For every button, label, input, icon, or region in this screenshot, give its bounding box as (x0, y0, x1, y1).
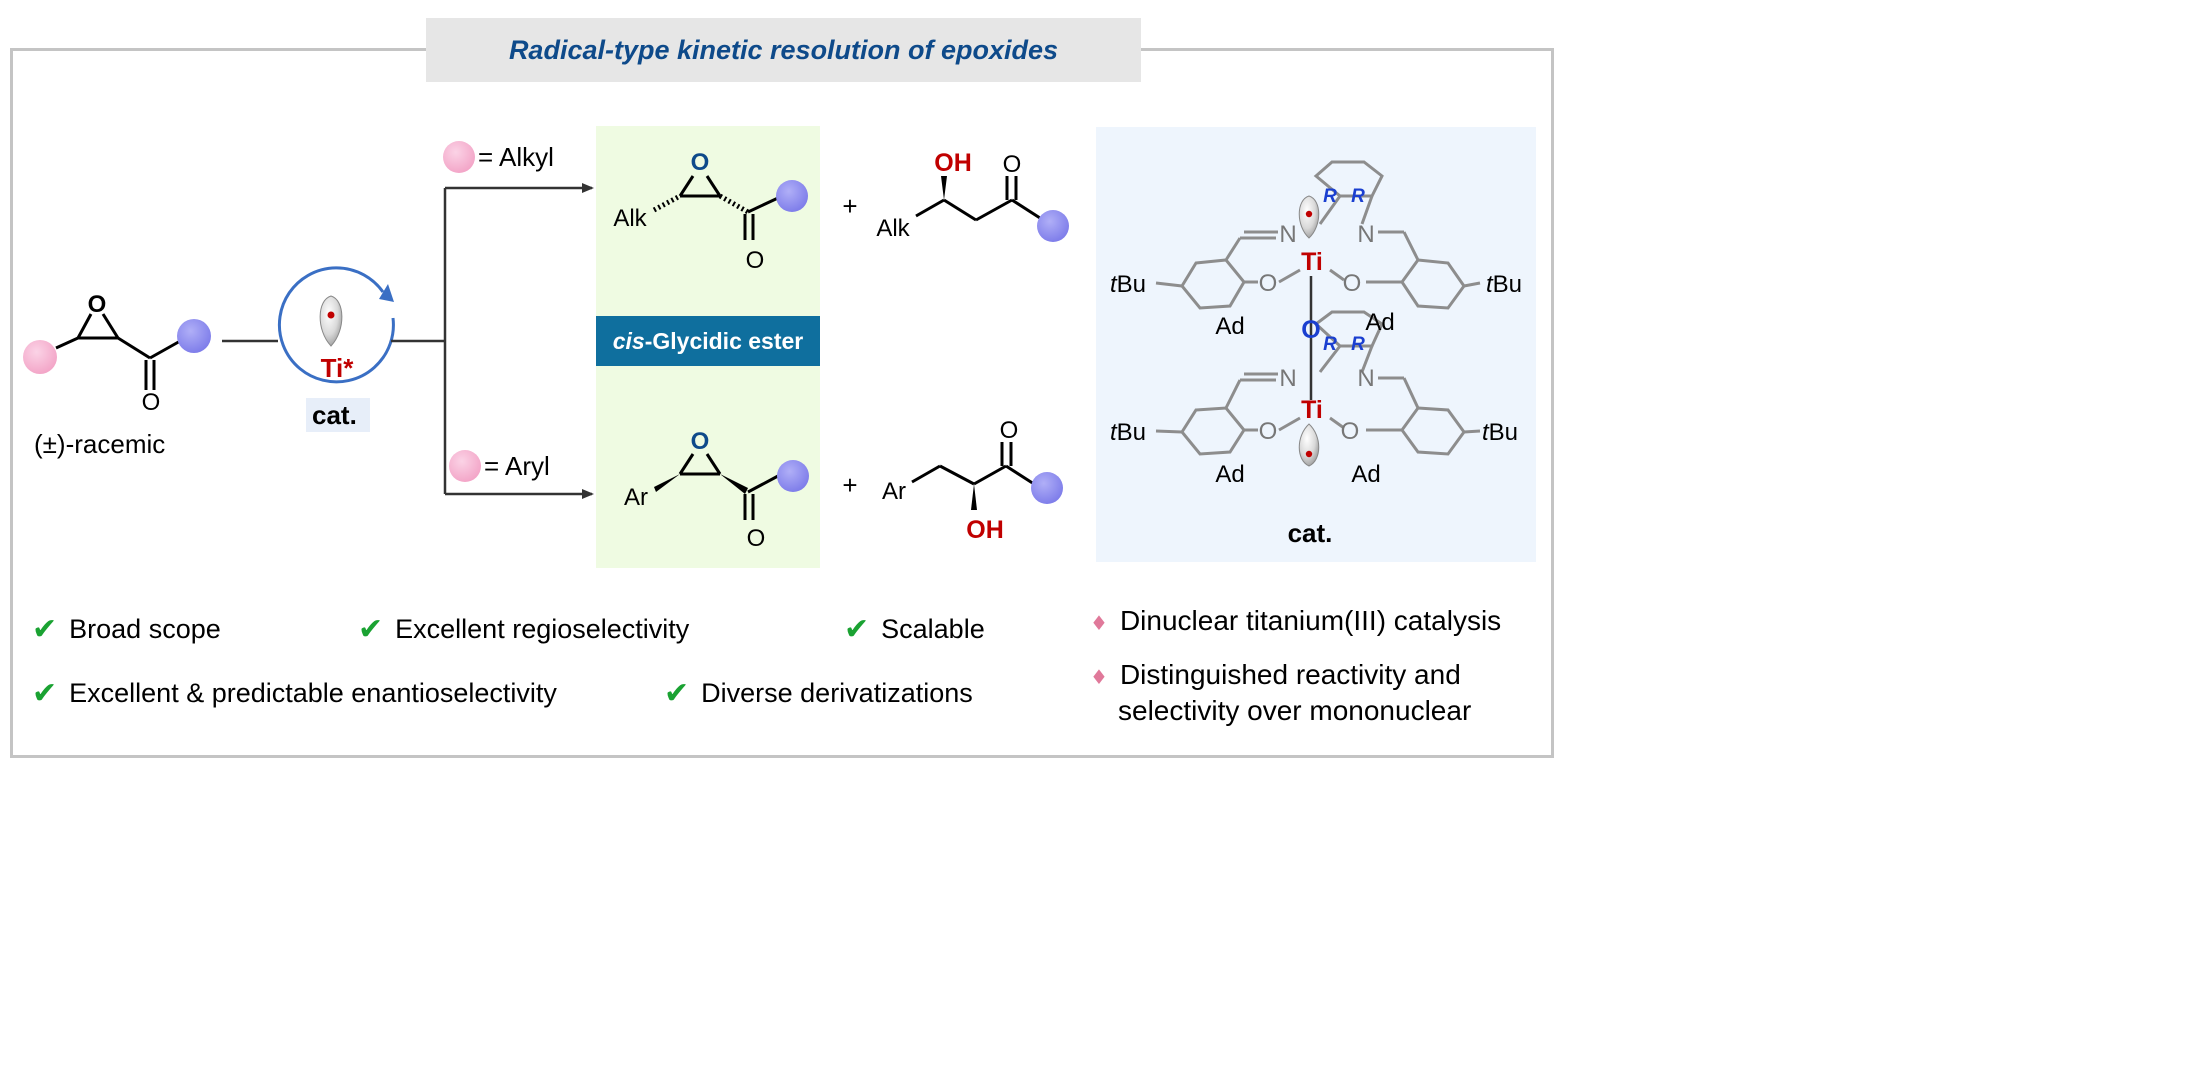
catalyst-loop (277, 266, 395, 384)
top-alcohol-sub: Alk (876, 215, 910, 242)
cat-tBu-bottom-right: tBu (1482, 419, 1518, 446)
blue-sphere (177, 319, 211, 353)
diamond-icon: ♦ (1090, 665, 1108, 689)
loop-metal: Ti* (321, 353, 355, 383)
cat-O-3: O (1259, 418, 1278, 445)
cycle-cat-label: cat. (312, 400, 357, 430)
top-epoxide-O: O (691, 149, 710, 176)
alkyl-label: = Alkyl (478, 142, 554, 172)
feature-text: Broad scope (69, 614, 221, 644)
bottom-alcohol-carbonyl-O: O (1000, 417, 1019, 444)
cis-glycidic-ester-banner: cis-Glycidic ester (596, 316, 820, 366)
figure-title: Radical-type kinetic resolution of epoxi… (508, 34, 1059, 65)
top-epoxide-carbonyl-O: O (746, 247, 765, 274)
top-epoxide (652, 175, 779, 240)
bottom-orbital-icon (1298, 423, 1320, 467)
top-alcohol-blue-sphere (1037, 210, 1069, 242)
check-icon: ✔ (844, 612, 870, 647)
banner-italic: cis (612, 327, 645, 354)
title-box: Radical-type kinetic resolution of epoxi… (426, 18, 1141, 82)
cat-O-4: O (1341, 418, 1360, 445)
cat-N-3: N (1279, 365, 1296, 392)
cat-Ad-4: Ad (1351, 461, 1380, 488)
check-icon: ✔ (32, 676, 58, 711)
note-reactivity: ♦ Distinguished reactivity and selectivit… (1090, 658, 1538, 728)
bottom-epoxide-O: O (691, 428, 710, 455)
cat-Ad-1: Ad (1215, 313, 1244, 340)
cat-N-2: N (1357, 221, 1374, 248)
diamond-icon: ♦ (1090, 611, 1108, 635)
cat-R-3: R (1323, 334, 1337, 355)
racemic-label: (±)-racemic (34, 429, 166, 459)
bottom-alcohol (911, 442, 1035, 486)
bottom-plus: + (842, 470, 857, 500)
cat-R-2: R (1351, 186, 1365, 207)
cat-Ti-top: Ti (1301, 248, 1323, 276)
cat-R-1: R (1323, 186, 1337, 207)
banner-rest: -Glycidic ester (644, 327, 804, 354)
feature-text: Scalable (881, 614, 985, 644)
bottom-epoxide-carbonyl-O: O (747, 525, 766, 552)
catalyst-structure (1155, 160, 1481, 456)
top-alcohol-OH: OH (934, 149, 972, 177)
note-text: Dinuclear titanium(III) catalysis (1119, 605, 1502, 636)
cat-Ad-3: Ad (1215, 461, 1244, 488)
top-alcohol-carbonyl-O: O (1003, 151, 1022, 178)
catalyst-panel (1096, 127, 1536, 562)
bottom-epoxide (678, 453, 779, 520)
top-epoxide-sub: Alk (613, 205, 647, 232)
cat-O-1: O (1259, 270, 1278, 297)
bottom-alcohol-OH: OH (966, 516, 1004, 544)
note-text: Distinguished reactivity and selectivity… (1118, 659, 1472, 726)
feature-broad-scope: ✔ Broad scope (32, 612, 221, 647)
orbital-icon (319, 295, 343, 347)
top-epoxide-blue-sphere (776, 180, 808, 212)
cat-Ad-2: Ad (1365, 309, 1394, 336)
top-alcohol (915, 176, 1041, 222)
aryl-label: = Aryl (484, 451, 550, 481)
feature-regioselectivity: ✔ Excellent regioselectivity (358, 612, 689, 647)
racemic-epoxide (23, 313, 211, 390)
check-icon: ✔ (664, 676, 690, 711)
cat-R-4: R (1351, 334, 1365, 355)
cat-tBu-bottom-left: tBu (1110, 419, 1146, 446)
cat-N-4: N (1357, 365, 1374, 392)
feature-text: Excellent regioselectivity (395, 614, 690, 644)
cat-label-bg (306, 398, 370, 432)
feature-enantioselectivity: ✔ Excellent & predictable enantioselecti… (32, 676, 557, 711)
reaction-scheme: O O Ti* O Alk O + OH Alk O (23, 141, 1522, 552)
aryl-pink-sphere (449, 450, 481, 482)
racemic-carbonyl-O: O (142, 389, 161, 416)
bottom-alcohol-blue-sphere (1031, 472, 1063, 504)
cat-N-1: N (1279, 221, 1296, 248)
bottom-epoxide-sub: Ar (624, 484, 648, 511)
note-dinuclear: ♦ Dinuclear titanium(III) catalysis (1090, 604, 1550, 640)
cat-Ti-bottom: Ti (1301, 396, 1323, 424)
pink-sphere (23, 340, 57, 374)
alkyl-pink-sphere (443, 141, 475, 173)
feature-derivatizations: ✔ Diverse derivatizations (664, 676, 973, 711)
check-icon: ✔ (358, 612, 384, 647)
cat-tBu-top-left: tBu (1110, 271, 1146, 298)
feature-text: Excellent & predictable enantioselectivi… (69, 678, 557, 708)
top-plus: + (842, 191, 857, 221)
catalyst-structure-label: cat. (1288, 518, 1333, 548)
cat-O-bridge: O (1301, 316, 1320, 344)
cat-tBu-top-right: tBu (1486, 271, 1522, 298)
bottom-alcohol-sub: Ar (882, 478, 906, 505)
feature-text: Diverse derivatizations (701, 678, 973, 708)
racemic-epoxide-O: O (88, 291, 107, 318)
check-icon: ✔ (32, 612, 58, 647)
bottom-epoxide-blue-sphere (777, 460, 809, 492)
feature-scalable: ✔ Scalable (844, 612, 985, 647)
cat-O-2: O (1343, 270, 1362, 297)
